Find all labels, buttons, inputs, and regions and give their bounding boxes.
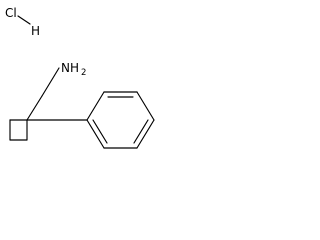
chlorine-atom-label: Cl <box>5 6 17 20</box>
phenyl-group <box>26 91 155 149</box>
cyclobutane-ring <box>9 119 28 141</box>
hydrogen-atom-label: H <box>31 24 40 38</box>
phenyl-double-bond-lower-right <box>133 119 149 144</box>
phenyl-bond-3 <box>136 91 155 121</box>
phenyl-bond-4 <box>136 119 155 149</box>
amine-subscript: 2 <box>81 68 86 78</box>
h-cl-bond <box>17 15 31 25</box>
hcl-salt: Cl H <box>5 6 40 38</box>
chemical-structure-diagram: Cl H NH 2 <box>5 6 155 149</box>
aminomethyl-group: NH 2 <box>26 61 86 121</box>
n-ch2-bond <box>41 67 60 97</box>
phenyl-double-bond-lower-left <box>92 119 108 144</box>
phenyl-bond-6 <box>86 119 105 149</box>
phenyl-bond-1 <box>86 91 105 121</box>
ch2-quaternary-carbon-bond <box>26 95 43 121</box>
amine-nh-label: NH <box>61 61 79 75</box>
